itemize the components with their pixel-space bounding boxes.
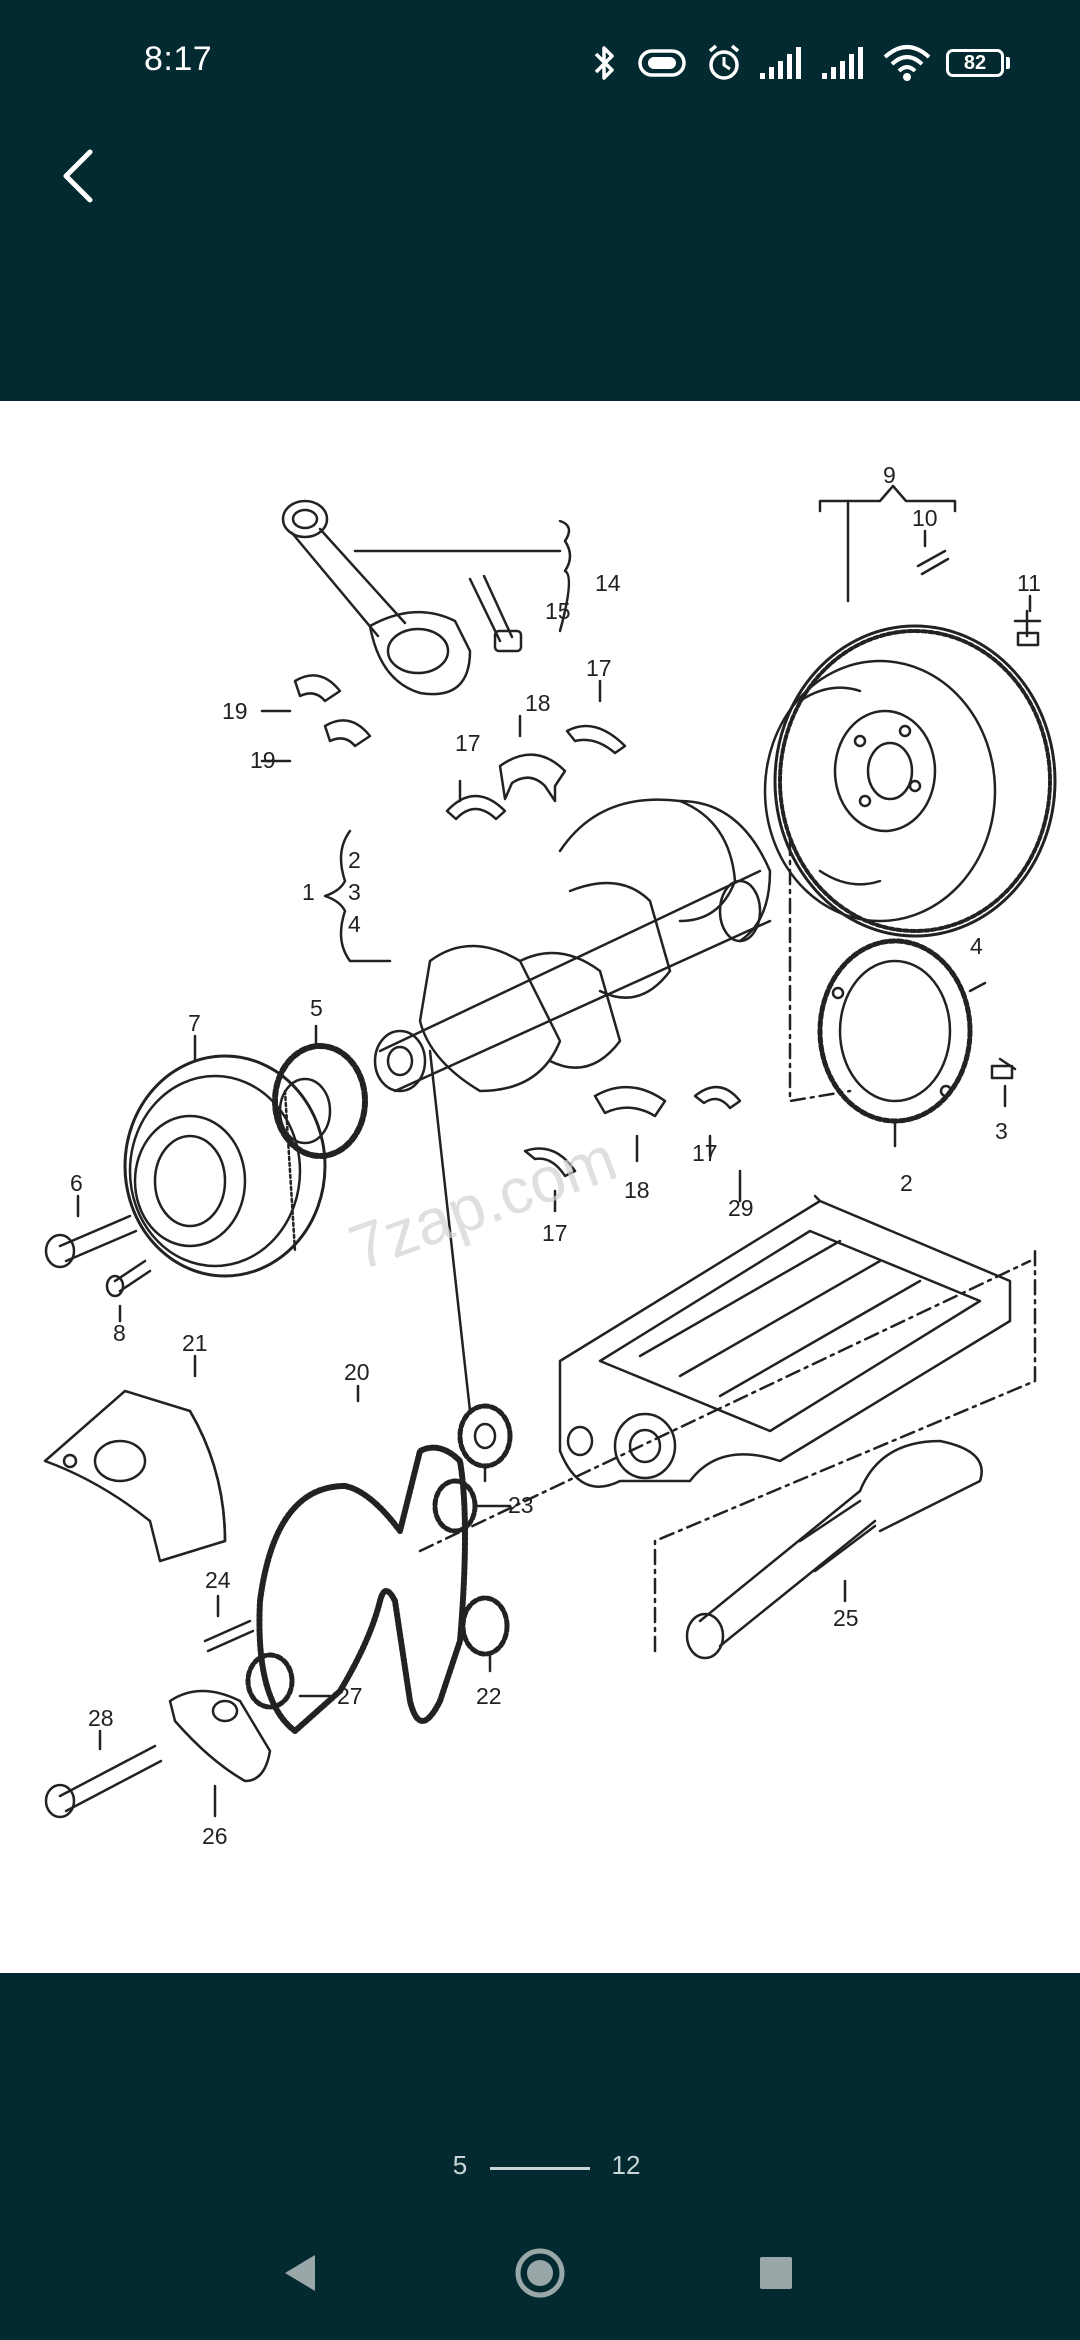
callout-17-top: 17 bbox=[586, 655, 612, 681]
callout-3: 3 bbox=[348, 879, 361, 905]
callout-28: 28 bbox=[88, 1705, 114, 1731]
callout-20: 20 bbox=[344, 1359, 370, 1385]
callout-25: 25 bbox=[833, 1605, 859, 1631]
pager-total: 12 bbox=[611, 2150, 641, 2180]
callout-24: 24 bbox=[205, 1567, 231, 1593]
callout-22: 22 bbox=[476, 1683, 502, 1709]
callout-17-bottom: 17 bbox=[542, 1220, 568, 1246]
crankshaft bbox=[373, 798, 772, 1093]
recents-square-icon bbox=[760, 2257, 792, 2289]
battery-icon: 82 bbox=[946, 49, 1010, 77]
chain-tensioner bbox=[43, 1389, 227, 1563]
callout-14: 14 bbox=[595, 570, 621, 596]
oil-pan bbox=[558, 1194, 1012, 1488]
back-triangle-icon bbox=[285, 2255, 315, 2291]
callout-2-wheel: 2 bbox=[900, 1170, 913, 1196]
callout-11: 11 bbox=[1017, 570, 1041, 596]
callout-9: 9 bbox=[883, 462, 896, 488]
callout-18-top: 18 bbox=[525, 690, 551, 716]
bluetooth-icon bbox=[594, 46, 614, 80]
callout-2: 2 bbox=[348, 847, 361, 873]
flywheel bbox=[763, 624, 1057, 938]
wifi-icon bbox=[883, 45, 931, 81]
alarm-icon bbox=[708, 44, 740, 80]
callout-1: 1 bbox=[302, 879, 315, 905]
signal-icon bbox=[822, 47, 863, 79]
pager-divider bbox=[490, 2167, 590, 2170]
callout-17-left: 17 bbox=[455, 730, 481, 756]
status-bar: 8:17 82 bbox=[0, 0, 1080, 130]
crank-sprocket bbox=[272, 1043, 368, 1159]
callout-4: 4 bbox=[348, 911, 361, 937]
balance-shaft bbox=[685, 1439, 983, 1660]
callout-18-bottom: 18 bbox=[624, 1177, 650, 1203]
back-button[interactable] bbox=[50, 140, 110, 210]
timing-chain bbox=[256, 1444, 468, 1734]
image-viewer[interactable]: 7zap.com 1 2 3 4 2 3 4 5 6 7 8 9 10 11 1… bbox=[0, 401, 1080, 1973]
parts-diagram: 7zap.com 1 2 3 4 2 3 4 5 6 7 8 9 10 11 1… bbox=[43, 462, 1057, 1849]
callout-19-bottom: 19 bbox=[250, 747, 276, 773]
callout-29: 29 bbox=[728, 1195, 754, 1221]
vibration-damper bbox=[123, 1054, 327, 1278]
callout-4-pin: 4 bbox=[970, 933, 983, 959]
callout-6: 6 bbox=[70, 1170, 83, 1196]
callout-7: 7 bbox=[188, 1010, 201, 1036]
connecting-rod bbox=[281, 499, 472, 696]
callout-8: 8 bbox=[113, 1320, 126, 1346]
nav-recents-button[interactable] bbox=[746, 2243, 806, 2303]
chevron-left-icon bbox=[63, 149, 93, 203]
callout-17-right: 17 bbox=[692, 1140, 718, 1166]
signal-icon bbox=[760, 47, 801, 79]
pager-current: 5 bbox=[452, 2150, 468, 2180]
rod-bolt bbox=[468, 574, 523, 653]
sender-wheel bbox=[817, 938, 973, 1124]
nav-back-button[interactable] bbox=[270, 2243, 330, 2303]
status-time: 8:17 bbox=[144, 40, 213, 78]
home-circle-icon bbox=[515, 2248, 565, 2298]
callout-5: 5 bbox=[310, 995, 323, 1021]
callout-23: 23 bbox=[508, 1492, 534, 1518]
callout-3-bolt: 3 bbox=[995, 1118, 1008, 1144]
callout-21: 21 bbox=[182, 1330, 208, 1356]
callout-26: 26 bbox=[202, 1823, 228, 1849]
callout-10: 10 bbox=[912, 505, 938, 531]
status-icons: 82 bbox=[590, 38, 1010, 88]
watermark: 7zap.com bbox=[340, 1122, 625, 1285]
vibrate-icon bbox=[638, 49, 686, 77]
callout-19-top: 19 bbox=[222, 698, 248, 724]
callout-27: 27 bbox=[337, 1683, 363, 1709]
nav-home-button[interactable] bbox=[510, 2243, 570, 2303]
callout-15: 15 bbox=[545, 598, 571, 624]
battery-level: 82 bbox=[946, 49, 1004, 77]
